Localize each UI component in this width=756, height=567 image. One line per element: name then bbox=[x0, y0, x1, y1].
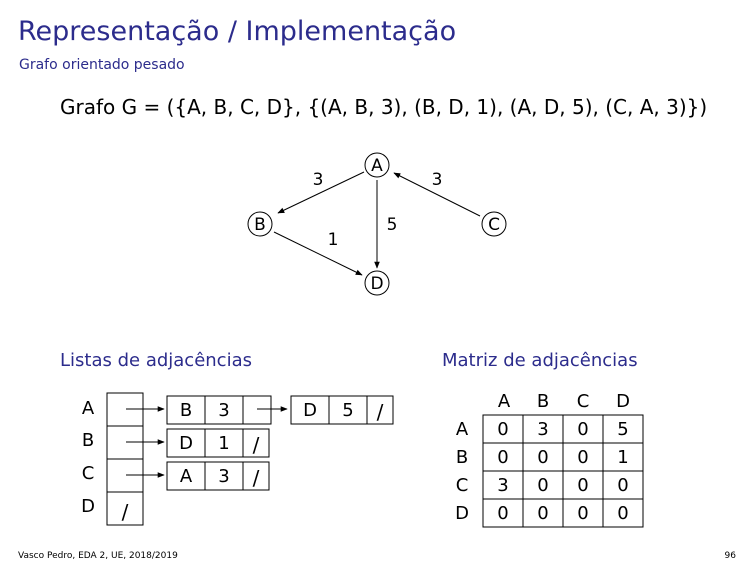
list-node-weight: 3 bbox=[218, 466, 229, 487]
list-node-key: B bbox=[180, 400, 192, 421]
matrix-cell: 0 bbox=[497, 419, 508, 440]
node-b bbox=[247, 211, 273, 237]
matrix-row-header: B bbox=[456, 447, 468, 468]
list-row-label-b: B bbox=[82, 430, 94, 451]
list-node-weight: 1 bbox=[218, 433, 229, 454]
matrix-grid bbox=[482, 414, 644, 528]
matrix-col-header: B bbox=[537, 391, 549, 412]
matrix-cell: 0 bbox=[537, 447, 548, 468]
list-node bbox=[290, 395, 394, 425]
matrix-cell: 0 bbox=[537, 503, 548, 524]
head-array bbox=[106, 392, 144, 526]
node-c-label: C bbox=[488, 215, 500, 235]
node-d-label: D bbox=[370, 274, 383, 294]
matrix-cell: 0 bbox=[497, 503, 508, 524]
list-node bbox=[166, 461, 270, 491]
list-node-weight: 5 bbox=[342, 400, 353, 421]
edge-label-b-d: 1 bbox=[328, 230, 339, 250]
matrix-cell: 0 bbox=[617, 503, 628, 524]
matrix-cell: 0 bbox=[577, 419, 588, 440]
edge-a-b bbox=[277, 171, 365, 214]
page-title: Representação / Implementação bbox=[18, 16, 457, 47]
null-marker: / bbox=[253, 466, 260, 490]
node-a bbox=[364, 152, 390, 178]
list-node-key: D bbox=[303, 400, 317, 421]
matrix-col-header: D bbox=[616, 391, 630, 412]
list-node-key: D bbox=[179, 433, 193, 454]
list-node bbox=[166, 395, 272, 425]
node-d bbox=[364, 270, 390, 296]
matrix-cell: 0 bbox=[617, 475, 628, 496]
node-b-label: B bbox=[254, 215, 266, 235]
adjacency-lists-diagram: A B C D / B 3 D 5 / bbox=[81, 392, 394, 526]
page-number: 96 bbox=[724, 551, 736, 561]
edge-c-a bbox=[393, 172, 481, 217]
adjacency-matrix-table: A B C D A B C D 0 3 0 5 0 0 0 1 3 0 0 0 … bbox=[455, 391, 644, 528]
list-row-label-a: A bbox=[82, 398, 95, 419]
edge-label-c-a: 3 bbox=[432, 170, 443, 190]
list-node bbox=[166, 428, 270, 458]
node-a-label: A bbox=[371, 156, 383, 176]
matrix-cell: 0 bbox=[537, 475, 548, 496]
edge-b-d bbox=[273, 231, 363, 276]
matrix-cell: 5 bbox=[617, 419, 628, 440]
matrix-row-header: A bbox=[456, 419, 469, 440]
matrix-col-header: C bbox=[577, 391, 590, 412]
matrix-col-header: A bbox=[498, 391, 511, 412]
list-node-weight: 3 bbox=[218, 400, 229, 421]
matrix-cell: 0 bbox=[577, 447, 588, 468]
node-c bbox=[481, 211, 507, 237]
edge-label-a-b: 3 bbox=[313, 170, 324, 190]
footer-author: Vasco Pedro, EDA 2, UE, 2018/2019 bbox=[18, 551, 178, 561]
page-subtitle: Grafo orientado pesado bbox=[19, 57, 185, 73]
graph-diagram: 3 1 5 3 A B C D bbox=[247, 152, 507, 296]
list-row-label-d: D bbox=[81, 496, 95, 517]
null-marker: / bbox=[377, 400, 384, 424]
list-row-label-c: C bbox=[82, 463, 95, 484]
matrix-cell: 0 bbox=[577, 475, 588, 496]
matrix-cell: 3 bbox=[537, 419, 548, 440]
null-marker: / bbox=[122, 500, 129, 524]
adjacency-matrix-heading: Matriz de adjacências bbox=[442, 350, 638, 371]
null-marker: / bbox=[253, 433, 260, 457]
graph-definition: Grafo G = ({A, B, C, D}, {(A, B, 3), (B,… bbox=[60, 95, 708, 119]
adjacency-lists-heading: Listas de adjacências bbox=[60, 350, 252, 371]
matrix-cell: 1 bbox=[617, 447, 628, 468]
matrix-row-header: D bbox=[455, 503, 469, 524]
edge-label-a-d: 5 bbox=[387, 215, 398, 235]
matrix-cell: 0 bbox=[577, 503, 588, 524]
matrix-row-header: C bbox=[456, 475, 469, 496]
matrix-cell: 3 bbox=[497, 475, 508, 496]
list-node-key: A bbox=[180, 466, 193, 487]
matrix-cell: 0 bbox=[497, 447, 508, 468]
